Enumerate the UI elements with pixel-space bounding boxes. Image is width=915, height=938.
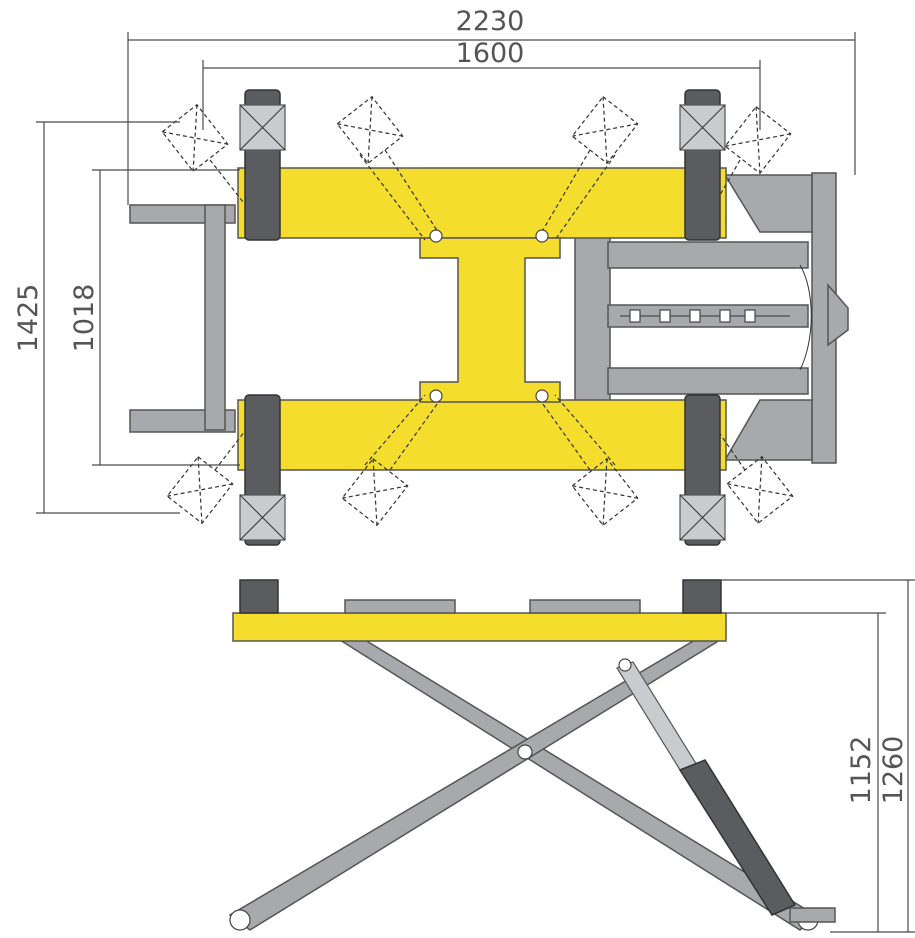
- label-1018: 1018: [69, 284, 100, 353]
- side-platform: [232, 612, 727, 642]
- right-frame: [574, 172, 849, 464]
- scissor-arm-a: [337, 639, 817, 931]
- hydraulic-cylinder: [616, 658, 797, 916]
- cross-beam: [419, 237, 561, 403]
- lift-pads: [239, 89, 726, 546]
- label-1600: 1600: [456, 38, 525, 69]
- dimension-labels: 2230 1600 1425 1018 1152 1260: [13, 6, 909, 804]
- top-view: [129, 89, 849, 546]
- label-2230: 2230: [456, 6, 525, 37]
- upper-runway: [237, 167, 727, 239]
- left-extension-rails: [129, 204, 236, 433]
- lower-runway: [237, 399, 727, 471]
- label-1425: 1425: [13, 284, 44, 353]
- label-1260: 1260: [878, 736, 909, 805]
- label-1152: 1152: [846, 736, 877, 805]
- dimension-lines: [36, 32, 915, 933]
- pivot-bolts: [429, 229, 549, 403]
- side-view: [228, 579, 836, 931]
